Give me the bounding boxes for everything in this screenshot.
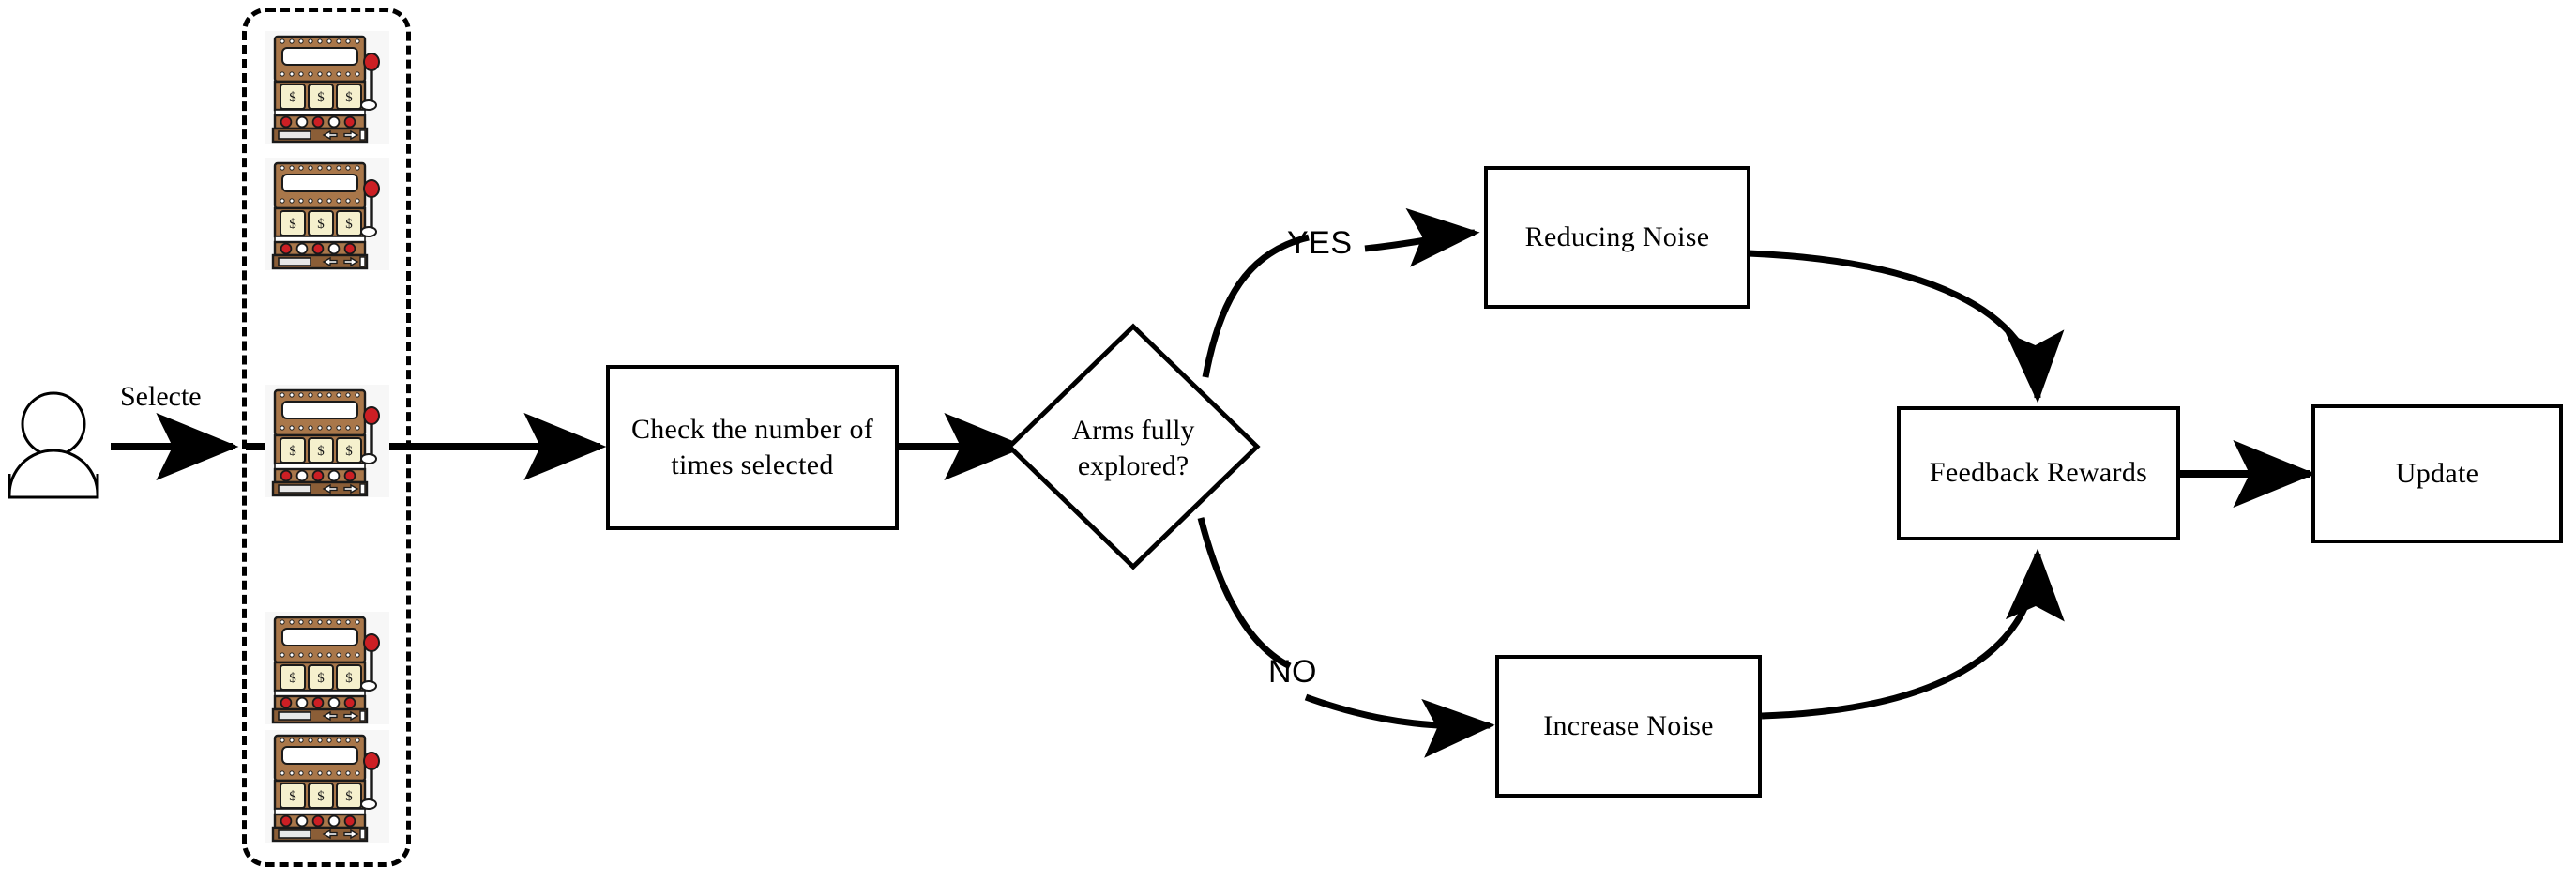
svg-text:$: $ bbox=[289, 789, 296, 804]
reducing-noise-label: Reducing Noise bbox=[1524, 220, 1710, 252]
svg-text:$: $ bbox=[345, 217, 353, 232]
feedback-rewards-node[interactable]: Feedback Rewards bbox=[1897, 406, 2180, 540]
svg-text:$: $ bbox=[345, 90, 353, 105]
svg-text:$: $ bbox=[317, 789, 325, 804]
increase-noise-label: Increase Noise bbox=[1543, 709, 1714, 741]
increase-noise-node[interactable]: Increase Noise bbox=[1495, 655, 1762, 798]
svg-text:$: $ bbox=[345, 444, 353, 459]
slot-machine-arm-5[interactable]: $ $ $ bbox=[265, 730, 389, 843]
arrow-yes-to-reducing-noise bbox=[1364, 207, 1480, 267]
slot-machine-icon: $ $ $ bbox=[271, 35, 380, 144]
arrow-reducing-noise-to-feedback bbox=[1748, 250, 2065, 403]
select-edge-label: Selecte bbox=[120, 381, 202, 412]
slot-machine-arm-1[interactable]: $ $ $ bbox=[265, 31, 389, 144]
check-label-line-1: Check the number of bbox=[630, 413, 874, 445]
svg-text:$: $ bbox=[289, 90, 296, 105]
slot-machine-arm-3[interactable]: $ $ $ bbox=[265, 385, 389, 497]
decision-label-line-1: Arms fully bbox=[1071, 415, 1195, 446]
arrow-no-to-increase-noise bbox=[1304, 693, 1495, 758]
update-label: Update bbox=[2395, 457, 2479, 489]
decision-label-line-2: explored? bbox=[1077, 450, 1190, 482]
svg-text:$: $ bbox=[317, 671, 325, 686]
svg-text:$: $ bbox=[345, 671, 353, 686]
yes-edge-label: YES bbox=[1287, 225, 1353, 261]
slot-machine-icon: $ $ $ bbox=[271, 161, 380, 270]
svg-text:$: $ bbox=[289, 444, 296, 459]
person-icon bbox=[8, 391, 99, 499]
edge-decision-yes bbox=[1202, 234, 1310, 378]
arms-fully-explored-decision-label: Arms fully explored? bbox=[1009, 413, 1257, 485]
slot-machine-arm-4[interactable]: $ $ $ bbox=[265, 612, 389, 724]
svg-text:$: $ bbox=[345, 789, 353, 804]
reducing-noise-node[interactable]: Reducing Noise bbox=[1484, 166, 1750, 309]
svg-text:$: $ bbox=[289, 217, 296, 232]
svg-text:$: $ bbox=[317, 217, 325, 232]
slot-machine-arm-2[interactable]: $ $ $ bbox=[265, 158, 389, 270]
svg-text:$: $ bbox=[289, 671, 296, 686]
feedback-rewards-label: Feedback Rewards bbox=[1929, 457, 2148, 489]
update-node[interactable]: Update bbox=[2311, 404, 2563, 543]
edge-decision-no bbox=[1197, 517, 1292, 670]
svg-text:$: $ bbox=[317, 90, 325, 105]
check-selection-count-node[interactable]: Check the number of times selected bbox=[606, 365, 899, 530]
arrow-increase-noise-to-feedback bbox=[1761, 548, 2065, 720]
slot-machine-icon: $ $ $ bbox=[271, 734, 380, 843]
no-edge-label: NO bbox=[1268, 654, 1317, 690]
slot-machine-icon: $ $ $ bbox=[271, 616, 380, 724]
arms-group-boundary bbox=[242, 8, 411, 867]
svg-text:$: $ bbox=[317, 444, 325, 459]
slot-machine-icon: $ $ $ bbox=[271, 388, 380, 497]
decision-diamond-shape bbox=[1006, 323, 1261, 570]
check-label-line-2: times selected bbox=[671, 449, 834, 480]
